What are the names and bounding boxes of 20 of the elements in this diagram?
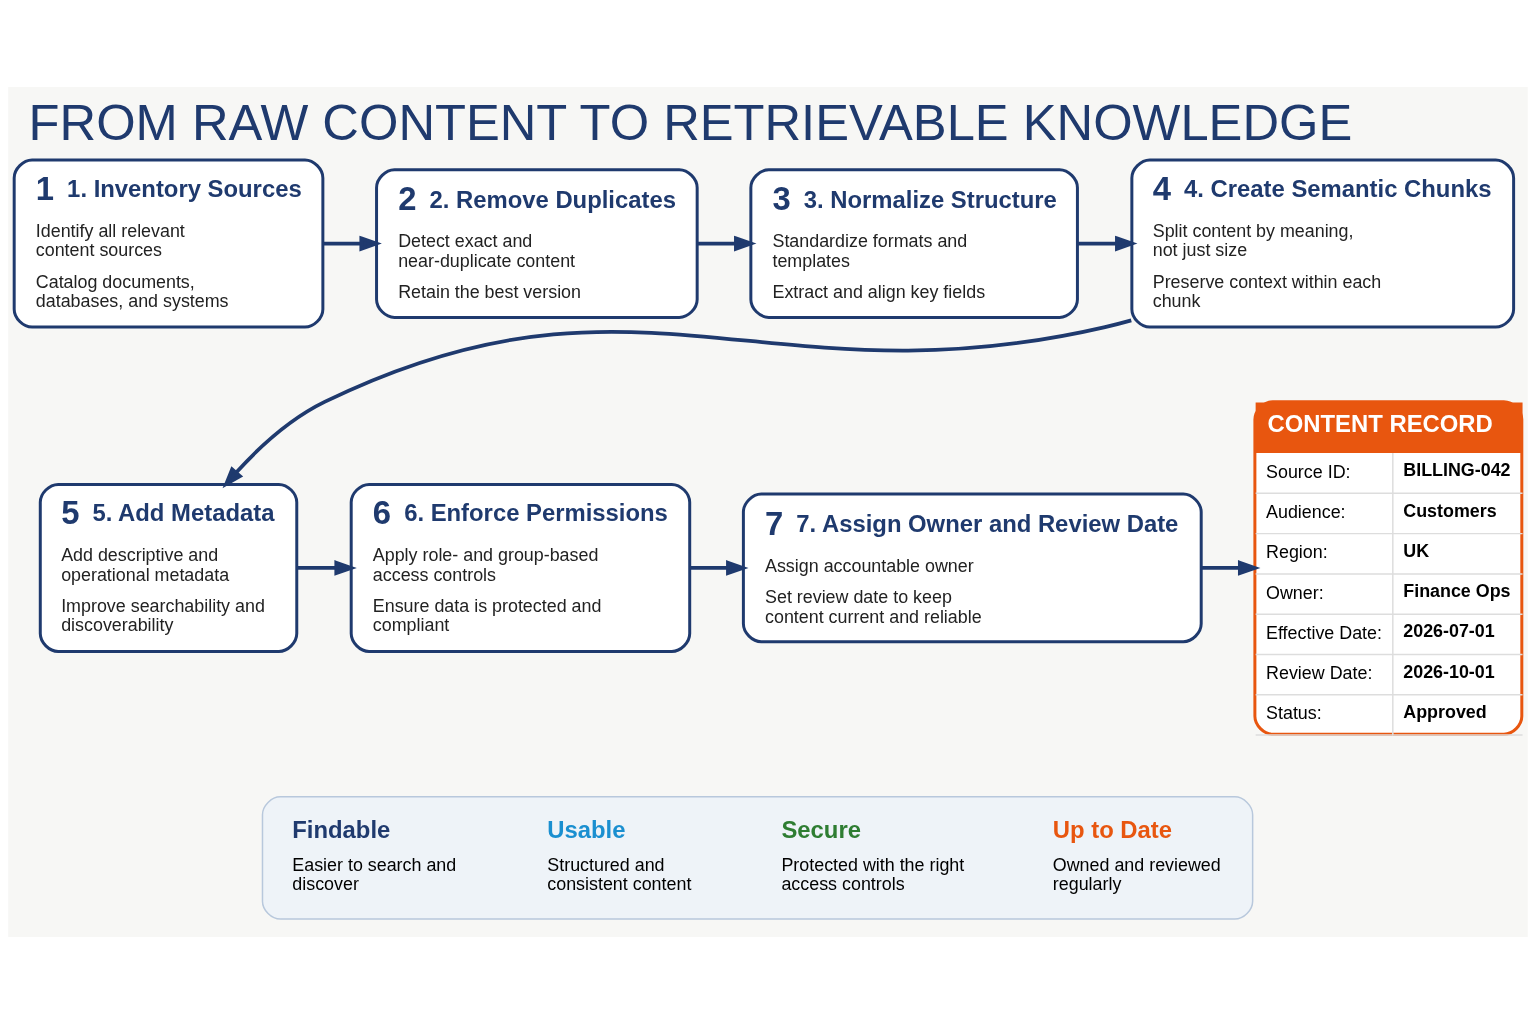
node-box: 7 7. Assign Owner and Review Date Assign accountable owner Set review date to keep content current and reliable — [741, 492, 1203, 644]
arrow — [697, 235, 757, 252]
node-box: 6 6. Enforce Permissions Apply role- and group-based access controls Ensure data is protected and compliant — [349, 482, 692, 653]
arrow — [297, 560, 357, 576]
diagram-title: FROM RAW CONTENT TO RETRIEVABLE KNOWLEDGE — [28, 93, 1353, 151]
node-box: 4 4. Create Semantic Chunks Split content by meaning, not just size Preserve context within each chunk — [1130, 158, 1516, 329]
node-text: Secure Protected with the right access controls — [781, 816, 965, 895]
node-box: 1 1. Inventory Sources Identify all relevant content sources Catalog documents, databases, and systems — [12, 158, 325, 329]
node-text: Findable Easier to search and discover — [292, 816, 457, 895]
cluster — [261, 796, 1254, 920]
arrow — [689, 560, 749, 576]
node-text: Usable Structured and consistent content — [547, 816, 692, 895]
node-box: 5 5. Add Metadata Add descriptive and operational metadata Improve searchability and discoverability — [38, 482, 299, 653]
arrow — [222, 318, 1132, 489]
arrow — [1077, 235, 1138, 252]
arrow — [323, 235, 382, 252]
node-box: 3 3. Normalize Structure Standardize formats and templates Extract and align key fields — [749, 168, 1079, 319]
node-text: Up to Date Owned and reviewed regularly — [1052, 816, 1221, 895]
arrow — [1201, 560, 1261, 576]
node-box: 2 2. Remove Duplicates Detect exact and near-duplicate content Retain the best version — [375, 168, 699, 319]
